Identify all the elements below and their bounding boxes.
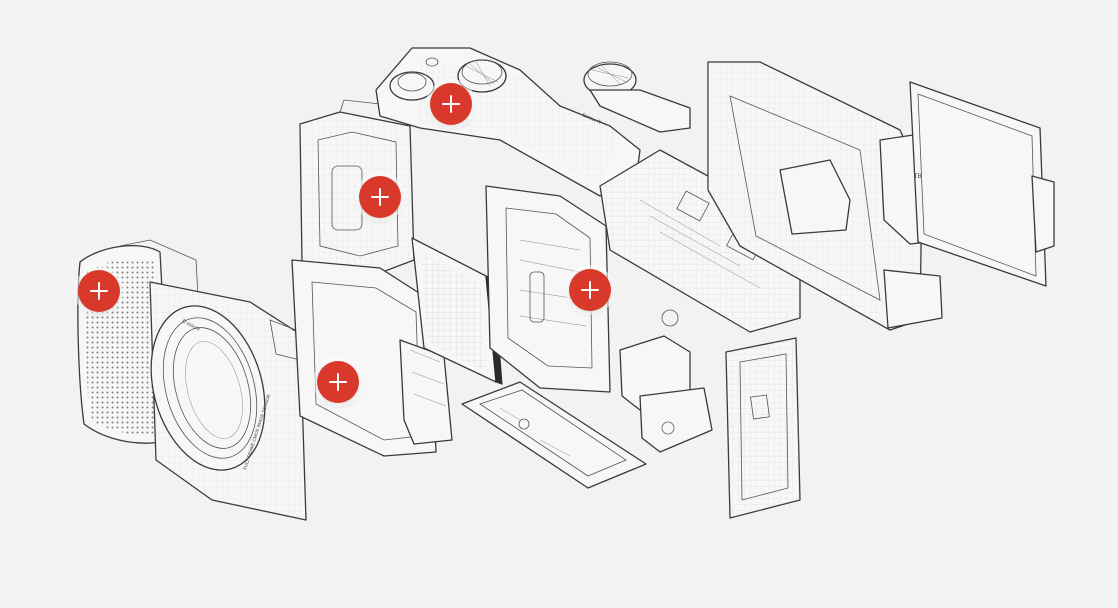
hotspot-sensor-shutter[interactable]	[569, 269, 611, 311]
plus-icon	[442, 95, 460, 113]
battery-chamber-part	[299, 99, 415, 277]
hotspot-top-plate[interactable]	[430, 83, 472, 125]
chassis-frame-part	[291, 259, 453, 457]
hotspot-battery-chamber[interactable]	[359, 176, 401, 218]
plus-icon	[90, 282, 108, 300]
plus-icon	[329, 373, 347, 391]
bottom-plate-part	[461, 381, 647, 489]
small-parts	[619, 309, 713, 453]
plus-icon	[371, 188, 389, 206]
front-cover-part: E-mount FULL-FRAME CMOS IMAGE SENSOR	[149, 281, 307, 521]
hotspot-grip[interactable]	[78, 270, 120, 312]
screen-corner-label: TB	[914, 174, 922, 180]
rear-screen-part: TB	[909, 81, 1055, 287]
plus-icon	[581, 281, 599, 299]
mode-dial-part	[583, 61, 691, 133]
hotspot-sensor-frame[interactable]	[317, 361, 359, 403]
main-board-part	[599, 149, 801, 333]
shutter-unit-part	[485, 185, 611, 393]
rear-door-part	[725, 337, 801, 519]
